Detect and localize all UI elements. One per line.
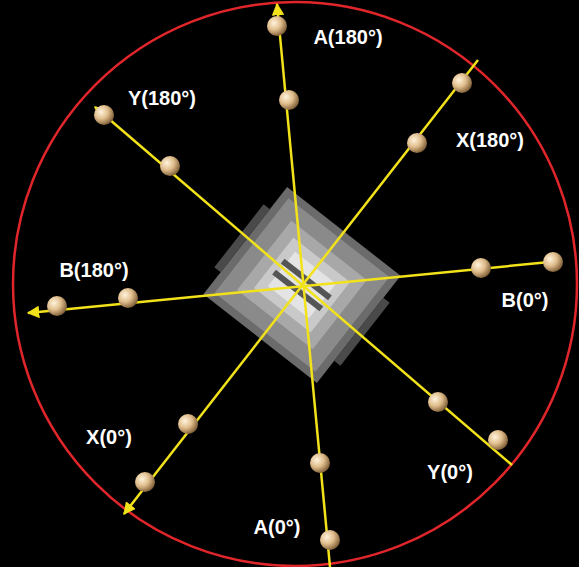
bead bbox=[118, 288, 138, 308]
axis-label: B(0°) bbox=[502, 290, 549, 310]
axis-label: A(180°) bbox=[313, 27, 382, 47]
bead bbox=[471, 258, 491, 278]
bead bbox=[320, 530, 340, 550]
bead bbox=[279, 90, 299, 110]
axis-label: Y(180°) bbox=[128, 88, 196, 108]
bead bbox=[310, 453, 330, 473]
bead bbox=[178, 414, 198, 434]
axis-label: A(0°) bbox=[254, 517, 301, 537]
axis-lines bbox=[28, 4, 560, 567]
bead bbox=[543, 252, 563, 272]
axis-label: X(0°) bbox=[86, 427, 132, 447]
bead-markers bbox=[47, 16, 563, 550]
boundary-circle bbox=[13, 2, 577, 566]
bead bbox=[160, 156, 180, 176]
bead bbox=[267, 16, 287, 36]
bead bbox=[488, 430, 508, 450]
bead bbox=[407, 133, 427, 153]
axis-label: B(180°) bbox=[59, 260, 128, 280]
bead bbox=[94, 105, 114, 125]
bead bbox=[428, 392, 448, 412]
bead bbox=[47, 296, 67, 316]
bead bbox=[452, 73, 472, 93]
bead bbox=[135, 472, 155, 492]
axis-label: Y(0°) bbox=[427, 462, 473, 482]
axis-label: X(180°) bbox=[456, 130, 524, 150]
